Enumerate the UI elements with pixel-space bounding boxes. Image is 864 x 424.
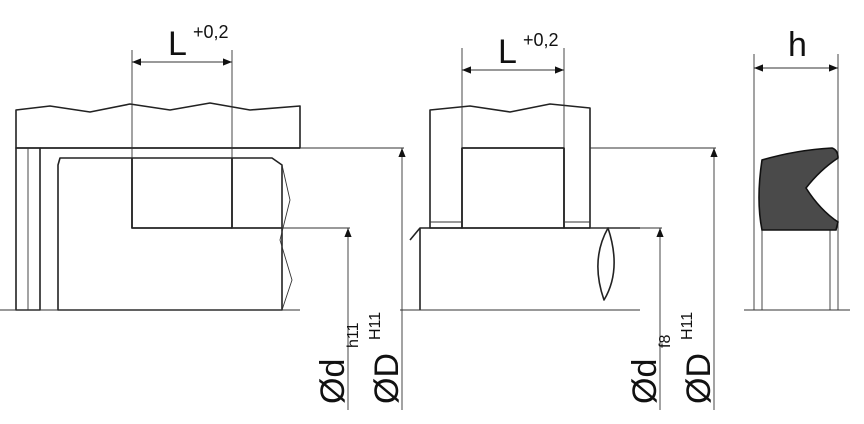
rod-D-tolerance: H11: [679, 312, 696, 340]
rod-groove: [461, 147, 565, 229]
piston-d-label: Ød h11: [314, 322, 362, 404]
rod-groove-width-label: L +0,2: [498, 30, 559, 71]
rod-D-label: ØD H11: [679, 312, 718, 404]
piston-housing-top: [15, 102, 301, 149]
rod-L-label: L: [498, 33, 517, 71]
rod-D-symbol: ØD: [680, 353, 718, 404]
seal-view: [744, 54, 850, 311]
rod-section: [597, 227, 615, 301]
piston-body-right: [231, 157, 283, 229]
rod-L-tolerance: +0,2: [523, 30, 559, 50]
piston-view: [0, 50, 406, 410]
piston-L-label: L: [168, 25, 187, 63]
piston-d-tolerance: h11: [345, 322, 362, 348]
rod-d-tolerance: f8: [657, 335, 674, 348]
piston-D-tolerance: H11: [367, 312, 384, 340]
rod-view: [400, 48, 718, 410]
rod-d-symbol: Ød: [626, 359, 664, 404]
piston-d-symbol: Ød: [314, 359, 352, 404]
seal-profile: [758, 147, 839, 231]
rod-d-label: Ød f8: [626, 335, 674, 404]
piston-D-symbol: ØD: [368, 353, 406, 404]
piston-D-label: ØD H11: [367, 312, 406, 404]
piston-L-tolerance: +0,2: [193, 22, 229, 42]
piston-body-left: [57, 157, 283, 311]
rod-housing: [429, 103, 591, 229]
seal-height-label: h: [788, 26, 807, 64]
piston-groove: [131, 157, 233, 229]
piston-groove-width-label: L +0,2: [168, 22, 229, 63]
